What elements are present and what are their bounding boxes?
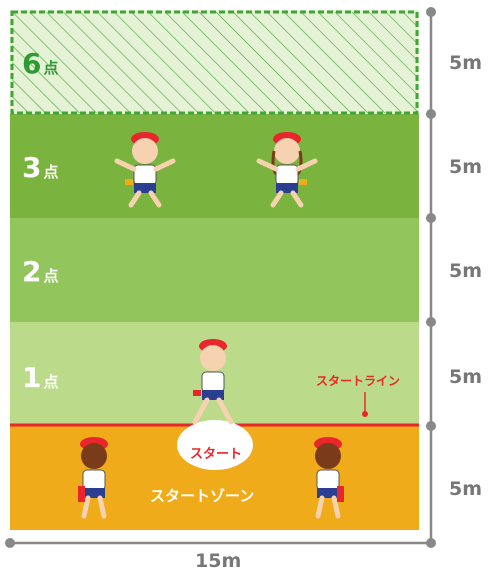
child-figure [78, 437, 108, 519]
start-line-label: スタートライン [316, 374, 401, 388]
start-marker [177, 420, 253, 470]
child-figure [192, 339, 234, 425]
zone-points-unit: 点 [43, 59, 59, 77]
child-figure [314, 437, 344, 519]
zone-points-unit: 点 [43, 373, 59, 391]
dim-label-vertical: 5m [449, 156, 483, 178]
zone-points-unit: 点 [43, 267, 59, 285]
dim-dot [5, 538, 15, 548]
zone-points-value: 1 [22, 361, 42, 394]
dim-dot [426, 109, 436, 119]
dim-dot [426, 7, 436, 17]
dim-dot [426, 421, 436, 431]
zone-3-points [10, 114, 419, 218]
dim-label-vertical: 5m [449, 366, 483, 388]
start-marker-label: スタート [190, 447, 243, 462]
zone-points-value: 3 [22, 151, 42, 184]
zone-2-points [10, 218, 419, 322]
dim-label-vertical: 5m [449, 260, 483, 282]
child-figure [114, 132, 176, 208]
zone-6-hatch [10, 10, 419, 115]
dim-dot [426, 213, 436, 223]
zone-points-value: 2 [22, 255, 42, 288]
child-figure [256, 132, 318, 208]
zone-points-value: 6 [22, 47, 42, 80]
dim-label-vertical: 5m [449, 478, 483, 500]
dim-label-horizontal: 15m [195, 550, 242, 572]
start-zone-label: スタートゾーン [150, 487, 255, 505]
dim-dot [426, 317, 436, 327]
dim-label-vertical: 5m [449, 52, 483, 74]
start-line-pointer-dot [362, 411, 368, 417]
zone-points-unit: 点 [43, 163, 59, 181]
